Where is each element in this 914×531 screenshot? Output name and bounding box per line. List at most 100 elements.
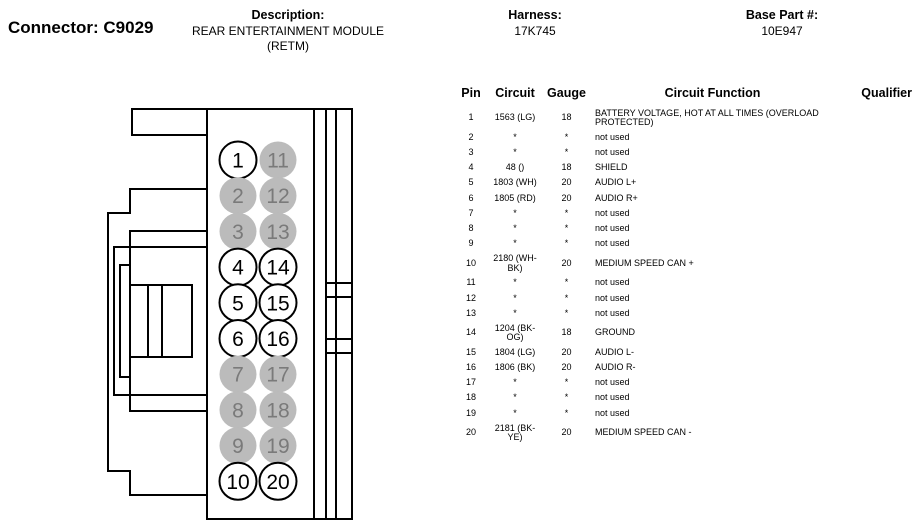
- gauge-cell: *: [564, 147, 569, 158]
- function-cell: not used: [595, 277, 630, 288]
- circuit-cell: *: [513, 277, 517, 288]
- connector-pin-11: 11: [259, 141, 297, 179]
- gauge-cell: 20: [561, 177, 572, 188]
- table-header-row: Pin Circuit Gauge Circuit Function Quali…: [452, 86, 912, 106]
- gauge-cell: 20: [561, 362, 572, 373]
- connector-pin-18: 18: [259, 391, 297, 429]
- table-row: 19**not used: [452, 406, 912, 421]
- col-qualifier-header: Qualifier: [861, 86, 912, 100]
- circuit-cell: 1803 (WH): [493, 177, 537, 188]
- qualifier-cell: [830, 160, 912, 175]
- pin-number-label: 12: [266, 185, 289, 208]
- pin-number-label: 3: [232, 221, 244, 244]
- pin-cell: 3: [468, 147, 474, 158]
- function-cell: not used: [595, 147, 630, 158]
- description-value: REAR ENTERTAINMENT MODULE (RETM): [191, 24, 385, 53]
- connector-pin-2: 2: [219, 177, 257, 215]
- circuit-cell: *: [513, 392, 517, 403]
- table-row: 18**not used: [452, 391, 912, 406]
- function-cell: not used: [595, 407, 630, 418]
- base-part-block: Base Part #: 10E947: [722, 8, 842, 39]
- qualifier-cell: [830, 406, 912, 421]
- pin-cell: 15: [465, 346, 476, 357]
- table-row: 7 * * not used: [452, 206, 912, 221]
- function-cell: BATTERY VOLTAGE, HOT AT ALL TIMES (OVERL…: [595, 107, 819, 127]
- pin-number-label: 13: [266, 221, 289, 244]
- pin-number-label: 15: [266, 292, 289, 315]
- pin-number-label: 6: [232, 328, 244, 351]
- right-tab-2: [325, 338, 353, 354]
- circuit-cell: *: [513, 222, 517, 233]
- pin-circle: [259, 427, 297, 465]
- col-pin-header: Pin: [461, 86, 481, 100]
- table-row: 13**not used: [452, 306, 912, 321]
- circuit-cell: 1806 (BK): [494, 362, 536, 373]
- function-cell: not used: [595, 207, 630, 218]
- circuit-cell: 2181 (BK-YE): [494, 422, 536, 442]
- function-cell: not used: [595, 222, 630, 233]
- pin-number-label: 20: [266, 471, 289, 494]
- qualifier-cell: [830, 130, 912, 145]
- gauge-cell: 18: [561, 327, 572, 338]
- qualifier-cell: [830, 345, 912, 360]
- gauge-cell: *: [564, 377, 569, 388]
- pin-cell: 10: [465, 257, 476, 268]
- pin-number-label: 9: [232, 435, 244, 458]
- gauge-cell: *: [564, 207, 569, 218]
- connector-title: Connector: C9029: [8, 18, 154, 37]
- col-gauge-header: Gauge: [547, 86, 586, 100]
- circuit-cell: *: [513, 238, 517, 249]
- function-cell: not used: [595, 292, 630, 303]
- col-circuit-header: Circuit: [495, 86, 535, 100]
- pin-cell: 7: [468, 207, 474, 218]
- description-label: Description:: [251, 8, 325, 22]
- qualifier-cell: [830, 252, 912, 276]
- table-row: 17**not used: [452, 375, 912, 390]
- harness-value: 17K745: [514, 24, 556, 38]
- pin-circle: [259, 141, 297, 179]
- function-cell: MEDIUM SPEED CAN -: [595, 427, 692, 438]
- qualifier-cell: [830, 191, 912, 206]
- table-row: 9**not used: [452, 236, 912, 251]
- pin-cell: 4: [468, 162, 474, 173]
- qualifier-cell: [830, 360, 912, 375]
- table-row: 3**not used: [452, 145, 912, 160]
- pin-circle: [219, 355, 257, 393]
- function-cell: not used: [595, 307, 630, 318]
- pin-cell: 9: [468, 238, 474, 249]
- pinout-rows: 1 1563 (LG) 18 BATTERY VOLTAGE, HOT AT ALL …: [452, 106, 912, 445]
- pin-number-label: 10: [226, 471, 249, 494]
- circuit-cell: *: [513, 377, 517, 388]
- pin-number-label: 14: [266, 257, 290, 280]
- circuit-cell: *: [513, 307, 517, 318]
- circuit-cell: 1204 (BK-OG): [494, 322, 536, 343]
- function-cell: not used: [595, 377, 630, 388]
- qualifier-cell: [830, 206, 912, 221]
- circuit-cell: *: [513, 407, 517, 418]
- pin-number-label: 11: [267, 150, 289, 173]
- pin-cell: 11: [466, 277, 476, 288]
- gauge-cell: *: [564, 292, 569, 303]
- gauge-cell: 20: [561, 257, 572, 268]
- qualifier-cell: [830, 291, 912, 306]
- function-cell: not used: [595, 238, 630, 249]
- connector-pin-8: 8: [219, 391, 257, 429]
- circuit-cell: 1563 (LG): [494, 112, 536, 123]
- connector-pin-12: 12: [259, 177, 297, 215]
- pin-cell: 6: [468, 192, 474, 203]
- connector-pin-6: 6: [218, 319, 258, 358]
- pin-cell: 18: [465, 392, 476, 403]
- qualifier-cell: [830, 391, 912, 406]
- gauge-cell: *: [564, 131, 569, 142]
- pin-cell: 1: [468, 112, 474, 123]
- table-row: 12**not used: [452, 291, 912, 306]
- pin-number-label: 4: [232, 257, 244, 280]
- circuit-cell: *: [513, 207, 517, 218]
- pin-cell: 12: [465, 292, 476, 303]
- gauge-cell: *: [564, 407, 569, 418]
- connector-pin-5: 5: [218, 283, 258, 323]
